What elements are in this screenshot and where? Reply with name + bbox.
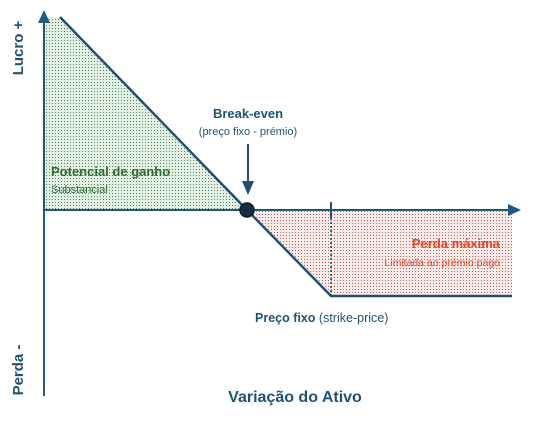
loss-area [247,210,512,296]
x-axis-arrow [508,204,521,216]
strike-subtitle: (strike-price) [319,311,388,325]
break-even-arrow-head [242,181,254,195]
break-even-subtitle: (preço fixo - prémio) [199,126,297,138]
y-axis-arrow [38,10,50,23]
break-even-point [239,202,255,218]
loss-subtitle: Limitada ao prémio pago [384,257,500,269]
loss-title: Perda máxima [412,236,501,251]
gain-subtitle: Substancial [51,184,108,196]
strike-title: Preço fixo [255,311,316,325]
x-axis-label: Variação do Ativo [228,389,362,406]
payoff-line [59,16,512,298]
y-axis-bottom-label: Perda - [10,345,27,396]
gain-area [44,17,247,210]
break-even-title: Break-even [213,106,283,121]
y-axis-top-label: Lucro + [10,20,27,75]
strike-label: Preço fixo (strike-price) [255,311,388,325]
gain-title: Potencial de ganho [51,164,170,179]
